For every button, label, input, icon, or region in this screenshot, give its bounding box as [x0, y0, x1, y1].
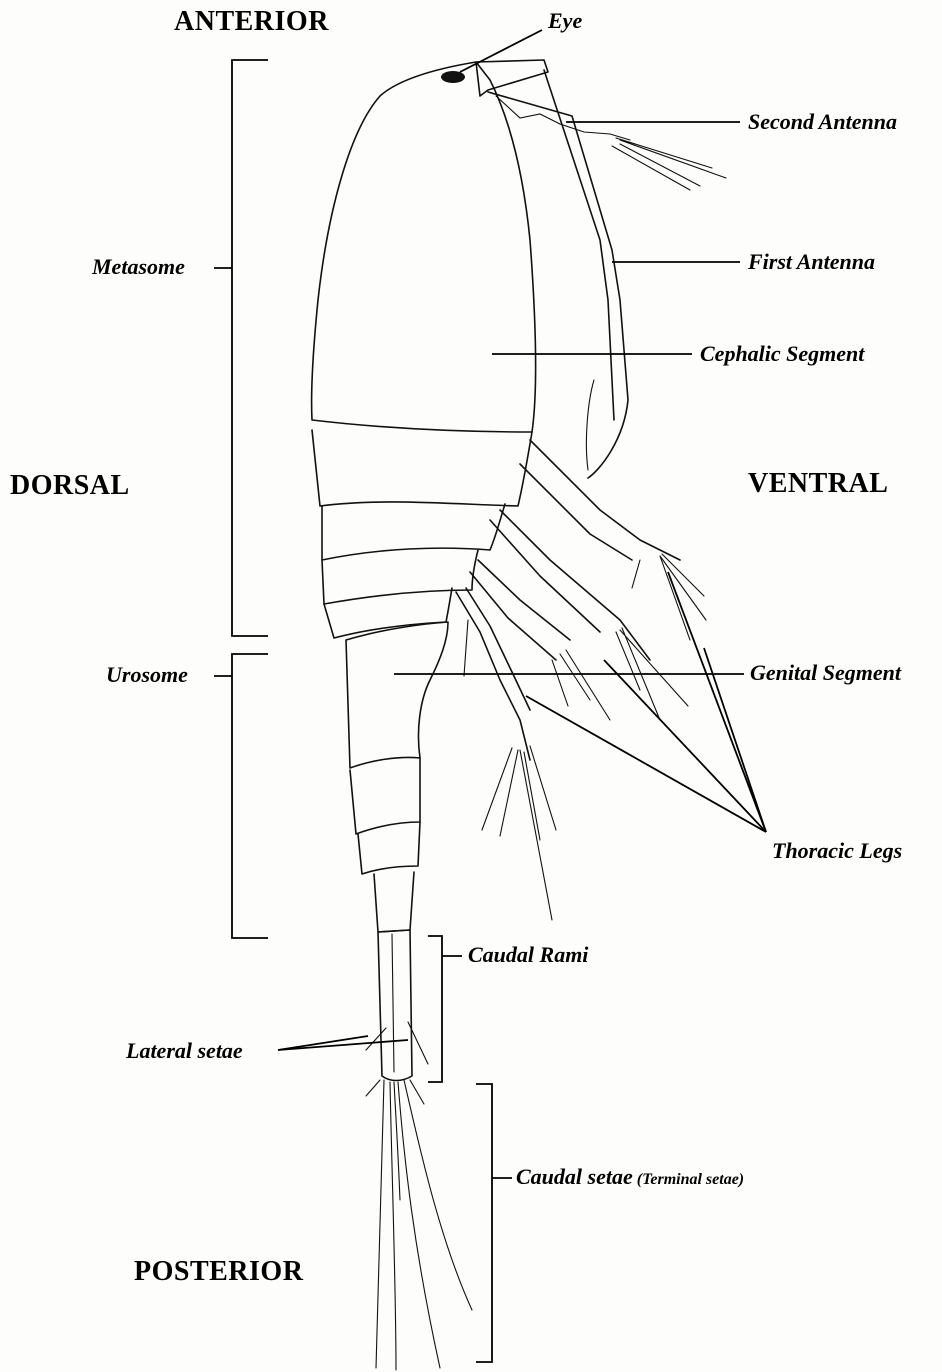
eye-spot: [441, 71, 465, 83]
lateral-setae-leader-2: [278, 1040, 408, 1050]
thoracic-leg-1: [530, 440, 680, 560]
ventral-label: VENTRAL: [748, 470, 888, 498]
cephalic-segment-label: Cephalic Segment: [700, 343, 864, 365]
caudal-setae-caption: Caudal setae (Terminal setae): [516, 1166, 744, 1188]
thoracic-legs-leader-3: [668, 572, 766, 832]
metasome-label: Metasome: [92, 256, 185, 278]
genital-segment-label: Genital Segment: [750, 662, 901, 684]
lateral-setae-label: Lateral setae: [126, 1040, 243, 1062]
dorsal-label: DORSAL: [10, 472, 130, 500]
metasome-bracket: [232, 60, 268, 636]
posterior-label: POSTERIOR: [134, 1258, 303, 1286]
caudal-rami-outline: [378, 930, 412, 1081]
thoracic-segment-1: [312, 430, 532, 506]
second-antenna-label: Second Antenna: [748, 111, 897, 133]
thoracic-segment-3: [322, 550, 478, 604]
thoracic-leg-2: [500, 510, 650, 660]
urosome-bracket: [232, 654, 268, 938]
eye-leader: [460, 30, 542, 72]
urosome-label: Urosome: [106, 664, 188, 686]
second-antenna-setae: [612, 138, 726, 190]
caudal-rami-label: Caudal Rami: [468, 944, 588, 966]
lateral-setae-leader-1: [278, 1036, 368, 1050]
thoracic-legs-label: Thoracic Legs: [772, 840, 902, 862]
first-antenna: [488, 92, 628, 478]
caudal-setae-bracket: [476, 1084, 492, 1362]
cephalic-segment-outline: [312, 62, 536, 432]
eye-label: Eye: [548, 10, 582, 32]
thoracic-legs-leader-2: [604, 660, 766, 832]
terminal-setae: [376, 1080, 384, 1368]
genital-segment: [346, 622, 448, 768]
caudal-setae-label: Caudal setae: [516, 1164, 633, 1189]
first-antenna-label: First Antenna: [748, 251, 875, 273]
caudal-rami-bracket: [428, 936, 442, 1082]
thoracic-leg-4: [456, 592, 530, 760]
anterior-label: ANTERIOR: [174, 8, 329, 36]
terminal-setae-label: (Terminal setae): [637, 1171, 744, 1188]
thoracic-legs-leader-1: [526, 696, 766, 832]
